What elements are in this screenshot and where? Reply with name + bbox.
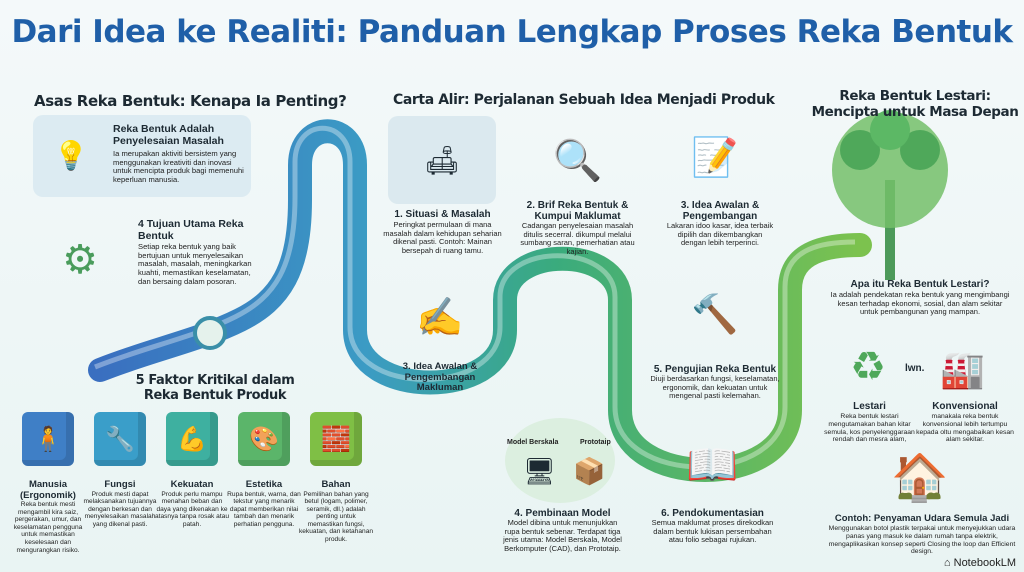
factor-text: Reka bentuk mesti mengambil kira saiz, p… (13, 501, 83, 554)
goals-title: 4 Tujuan Utama Reka Bentuk (138, 218, 244, 242)
factory-icon: 🏭 (940, 349, 985, 390)
flow-step-3b: 3. Idea Awalan & Pengembangan Makluman (395, 361, 485, 394)
factor-1: 🔧 Fungsi Produk mesti dapat melaksanakan… (82, 412, 158, 528)
tree-icon (832, 110, 948, 280)
factor-title: Estetika (245, 479, 283, 490)
example-block: Contoh: Penyaman Udara Semula Jadi Mengg… (822, 512, 1022, 556)
prototype-hands-icon: 📦 (573, 456, 606, 486)
factors-row: 🧍 Manusia (Ergonomik) Reka bentuk mesti … (10, 412, 380, 572)
card-problem-solving: 💡 Reka Bentuk Adalah Penyelesaian Masala… (33, 115, 251, 197)
materials-icon: 🧱 (310, 412, 362, 466)
factor-text: Pemilihan bahan yang betul (logam, polim… (298, 490, 374, 544)
section-heading-flow: Carta Alir: Perjalanan Sebuah Idea Menja… (393, 92, 775, 108)
factor-0: 🧍 Manusia (Ergonomik) Reka bentuk mesti … (10, 412, 86, 554)
step-text: Diuji berdasarkan fungsi, keselamatan, e… (650, 374, 780, 401)
sustainable-definition: Apa itu Reka Bentuk Lestari? Ia adalah p… (830, 278, 1010, 317)
section-heading-factors: 5 Faktor Kritikal dalam Reka Bentuk Prod… (135, 373, 295, 403)
step-title: 4. Pembinaan Model (514, 508, 611, 519)
goals-text: Setiap reka bentuk yang baik bertujuan u… (138, 242, 252, 286)
step-title: 1. Situasi & Masalah (394, 209, 491, 220)
step-title: 5. Pengujian Reka Bentuk (653, 364, 777, 375)
section-heading-sustainable: Reka Bentuk Lestari: Mencipta untuk Masa… (811, 88, 1019, 120)
pipe (88, 119, 872, 482)
factor-text: Produk mesti dapat melaksanakan tujuanny… (83, 490, 157, 528)
step-text: Semua maklumat proses direkodkan dalam b… (651, 518, 774, 545)
portfolio-book-icon: 📖 (686, 440, 739, 488)
model-illustration: Model Berskala Prototaip 🖥 📦 (505, 418, 615, 503)
person-icon: 🧍 (22, 412, 74, 466)
versus-label: lwn. (905, 363, 925, 374)
gears-icon: ⚙ (62, 238, 98, 282)
color-wheel-icon: 🎨 (238, 412, 290, 466)
label-model-berskala: Model Berskala (507, 439, 559, 446)
flow-step-1: 1. Situasi & Masalah Peringkat permulaan… (380, 208, 505, 255)
leaf-node-icon (193, 316, 227, 350)
notebooklm-brand: ⌂ NotebookLM (944, 557, 1016, 569)
example-text: Menggunakan botol plastik terpakai untuk… (828, 525, 1016, 556)
house-bottles-icon: 🏠 (891, 451, 949, 503)
definition-title: Apa itu Reka Bentuk Lestari? (850, 279, 990, 290)
factor-text: Produk perlu mampu menahan beban dan day… (154, 490, 230, 528)
notebooklm-logo-icon: ⌂ (943, 557, 954, 569)
konvensional-column: Konvensional manakala reka bentuk konven… (915, 400, 1015, 444)
flow-step-3: 3. Idea Awalan & Pengembangan Lakaran id… (665, 200, 775, 248)
example-title: Contoh: Penyaman Udara Semula Jadi (834, 513, 1010, 524)
recycle-icon: ♻ (850, 345, 886, 389)
step-title: 3. Idea Awalan & Pengembangan Makluman (402, 361, 478, 393)
brand-label: NotebookLM (953, 557, 1016, 569)
factor-text: Rupa bentuk, warna, dan tekstur yang men… (227, 490, 301, 528)
muscle-icon: 💪 (166, 412, 218, 466)
brainstorm-magnifier-icon: 🔍 (552, 139, 603, 183)
factor-4: 🧱 Bahan Pemilihan bahan yang betul (loga… (298, 412, 374, 544)
step-title: 2. Brif Reka Bentuk & Kumpui Maklumat (526, 200, 629, 222)
messy-room-icon: 🛋 (424, 144, 460, 176)
konvensional-title: Konvensional (932, 401, 998, 412)
lestari-column: Lestari Reka bentuk lestari mengutamakan… (822, 400, 917, 444)
flow-step-4: 4. Pembinaan Model Model dibina untuk me… (500, 508, 625, 553)
step-title: 3. Idea Awalan & Pengembangan (680, 200, 760, 222)
lestari-text: Reka bentuk lestari mengutamakan bahan k… (824, 413, 915, 444)
factor-title: Bahan (321, 479, 351, 490)
factor-2: 💪 Kekuatan Produk perlu mampu menahan be… (154, 412, 230, 528)
lightbulb-rope-icon: 💡 (53, 139, 89, 171)
step-text: Model dibina untuk menunjukkan rupa bent… (503, 518, 622, 553)
flow-step-6: 6. Pendokumentasian Semua maklumat prose… (650, 508, 775, 545)
step-text: Lakaran idoo kasar, idea terbaik dipilih… (666, 221, 774, 248)
factor-3: 🎨 Estetika Rupa bentuk, warna, dan tekst… (226, 412, 302, 528)
lestari-title: Lestari (853, 401, 886, 412)
step-text: Cadangan penyelesaian masalah ditulis se… (520, 221, 635, 256)
wrench-icon: 🔧 (94, 412, 146, 466)
flow-step-5: 5. Pengujian Reka Bentuk Diuji berdasark… (650, 364, 780, 401)
sketch-tablet-icon: 📝 (691, 137, 739, 179)
tablet-drawing-icon: ✍ (416, 297, 464, 339)
testing-icon: 🔨 (691, 294, 739, 336)
flow-step-2: 2. Brif Reka Bentuk & Kumpui Maklumat Ca… (515, 200, 640, 256)
step-title: 6. Pendokumentasian (661, 508, 764, 519)
definition-text: Ia adalah pendekatan reka bentuk yang me… (830, 290, 1010, 317)
step-text: Peringkat permulaan di mana masalah dala… (383, 220, 502, 255)
computer-cube-icon: 🖥 (523, 456, 557, 486)
section-heading-basics: Asas Reka Bentuk: Kenapa Ia Penting? (34, 92, 347, 110)
card-text: Ia merupakan aktiviti bersistem yang men… (113, 149, 244, 185)
illustration-messy-room: 🛋 (388, 116, 496, 204)
label-prototaip: Prototaip (580, 439, 611, 446)
page-title: Dari Idea ke Realiti: Panduan Lengkap Pr… (11, 14, 1013, 50)
factor-title: Manusia (Ergonomik) (20, 479, 76, 501)
factor-title: Kekuatan (170, 479, 214, 490)
card-title: Reka Bentuk Adalah Penyelesaian Masalah (113, 123, 224, 147)
konvensional-text: manakala reka bentuk konvensional lebih … (916, 413, 1014, 444)
factor-title: Fungsi (104, 479, 136, 490)
